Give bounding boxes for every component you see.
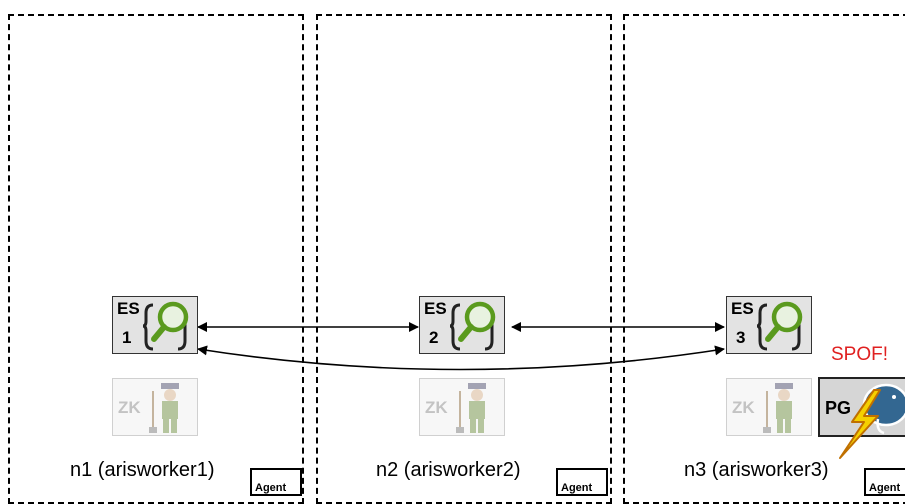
node-label-n2: n2 (arisworker2) [376, 459, 521, 481]
es-number: 2 [429, 328, 439, 347]
agent-box-n1: Agent [250, 468, 302, 496]
magnifier-braces-icon [143, 301, 189, 351]
connections [197, 322, 725, 371]
zk-box-3: ZK [726, 378, 812, 436]
es-label: ES [117, 299, 140, 318]
zk-label: ZK [425, 398, 448, 417]
zookeeper-icon [149, 383, 179, 433]
es-box-3: ES 3 [726, 296, 812, 354]
zk-box-2: ZK [419, 378, 505, 436]
pg-label: PG [825, 398, 852, 418]
es-label: ES [424, 299, 447, 318]
magnifier-braces-icon [450, 301, 496, 351]
agent-box-n3: Agent [864, 468, 905, 496]
zk-box-1: ZK [112, 378, 198, 436]
es-box-2: ES 2 [419, 296, 505, 354]
zookeeper-icon [763, 383, 793, 433]
zk-label: ZK [118, 398, 141, 417]
connection-es1-es3 [197, 345, 725, 371]
node-label-n1: n1 (arisworker1) [70, 459, 215, 481]
es-number: 3 [736, 328, 746, 347]
es-number: 1 [122, 328, 132, 347]
node-label-n3: n3 (arisworker3) [684, 459, 829, 481]
lightning-bolt-icon [839, 389, 881, 459]
spof-label: SPOF! [831, 344, 889, 365]
es-box-1: ES 1 [112, 296, 198, 354]
agent-box-n2: Agent [556, 468, 608, 496]
es-label: ES [731, 299, 754, 318]
magnifier-braces-icon [757, 301, 803, 351]
zk-label: ZK [732, 398, 755, 417]
zookeeper-icon [456, 383, 486, 433]
